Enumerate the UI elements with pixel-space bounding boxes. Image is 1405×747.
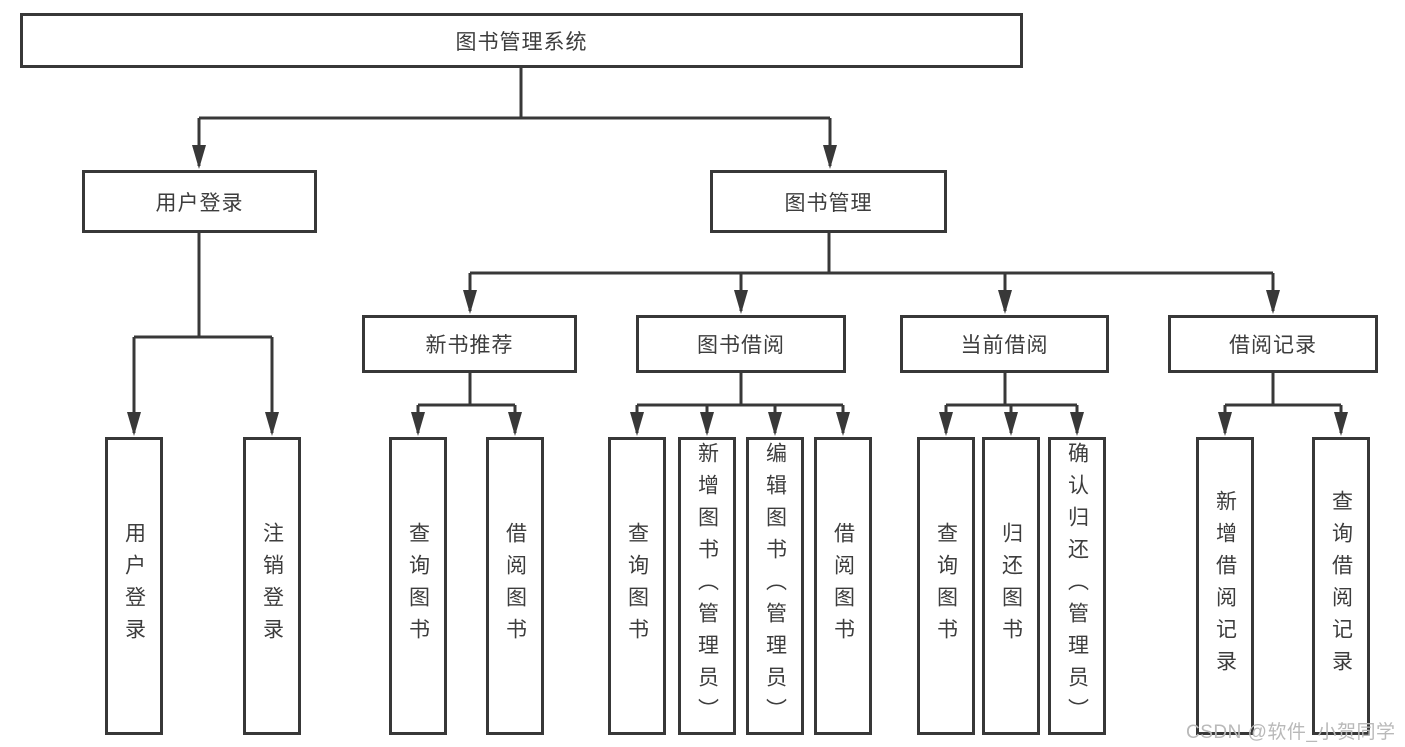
leaf-borrow-books: 借阅图书 bbox=[814, 437, 872, 735]
leaf-edit-books-admin: 编辑图书（管理员） bbox=[746, 437, 804, 735]
leaf-borrow-books-recommend: 借阅图书 bbox=[486, 437, 544, 735]
node-new-book-recommendation: 新书推荐 bbox=[362, 315, 577, 373]
leaf-query-borrow-record: 查询借阅记录 bbox=[1312, 437, 1370, 735]
leaf-confirm-return-admin: 确认归还（管理员） bbox=[1048, 437, 1106, 735]
leaf-query-books-recommend: 查询图书 bbox=[389, 437, 447, 735]
csdn-watermark: CSDN @软件_小贺同学 bbox=[1186, 722, 1396, 743]
node-book-borrowing: 图书借阅 bbox=[636, 315, 846, 373]
leaf-return-books: 归还图书 bbox=[982, 437, 1040, 735]
leaf-query-books-borrow: 查询图书 bbox=[608, 437, 666, 735]
node-library-management-system: 图书管理系统 bbox=[20, 13, 1023, 68]
leaf-add-borrow-record: 新增借阅记录 bbox=[1196, 437, 1254, 735]
leaf-user-login: 用户登录 bbox=[105, 437, 163, 735]
node-current-borrowing: 当前借阅 bbox=[900, 315, 1109, 373]
node-borrowing-records: 借阅记录 bbox=[1168, 315, 1378, 373]
leaf-logout: 注销登录 bbox=[243, 437, 301, 735]
node-book-management: 图书管理 bbox=[710, 170, 947, 233]
node-user-login: 用户登录 bbox=[82, 170, 317, 233]
leaf-add-books-admin: 新增图书（管理员） bbox=[678, 437, 736, 735]
leaf-query-books-current: 查询图书 bbox=[917, 437, 975, 735]
